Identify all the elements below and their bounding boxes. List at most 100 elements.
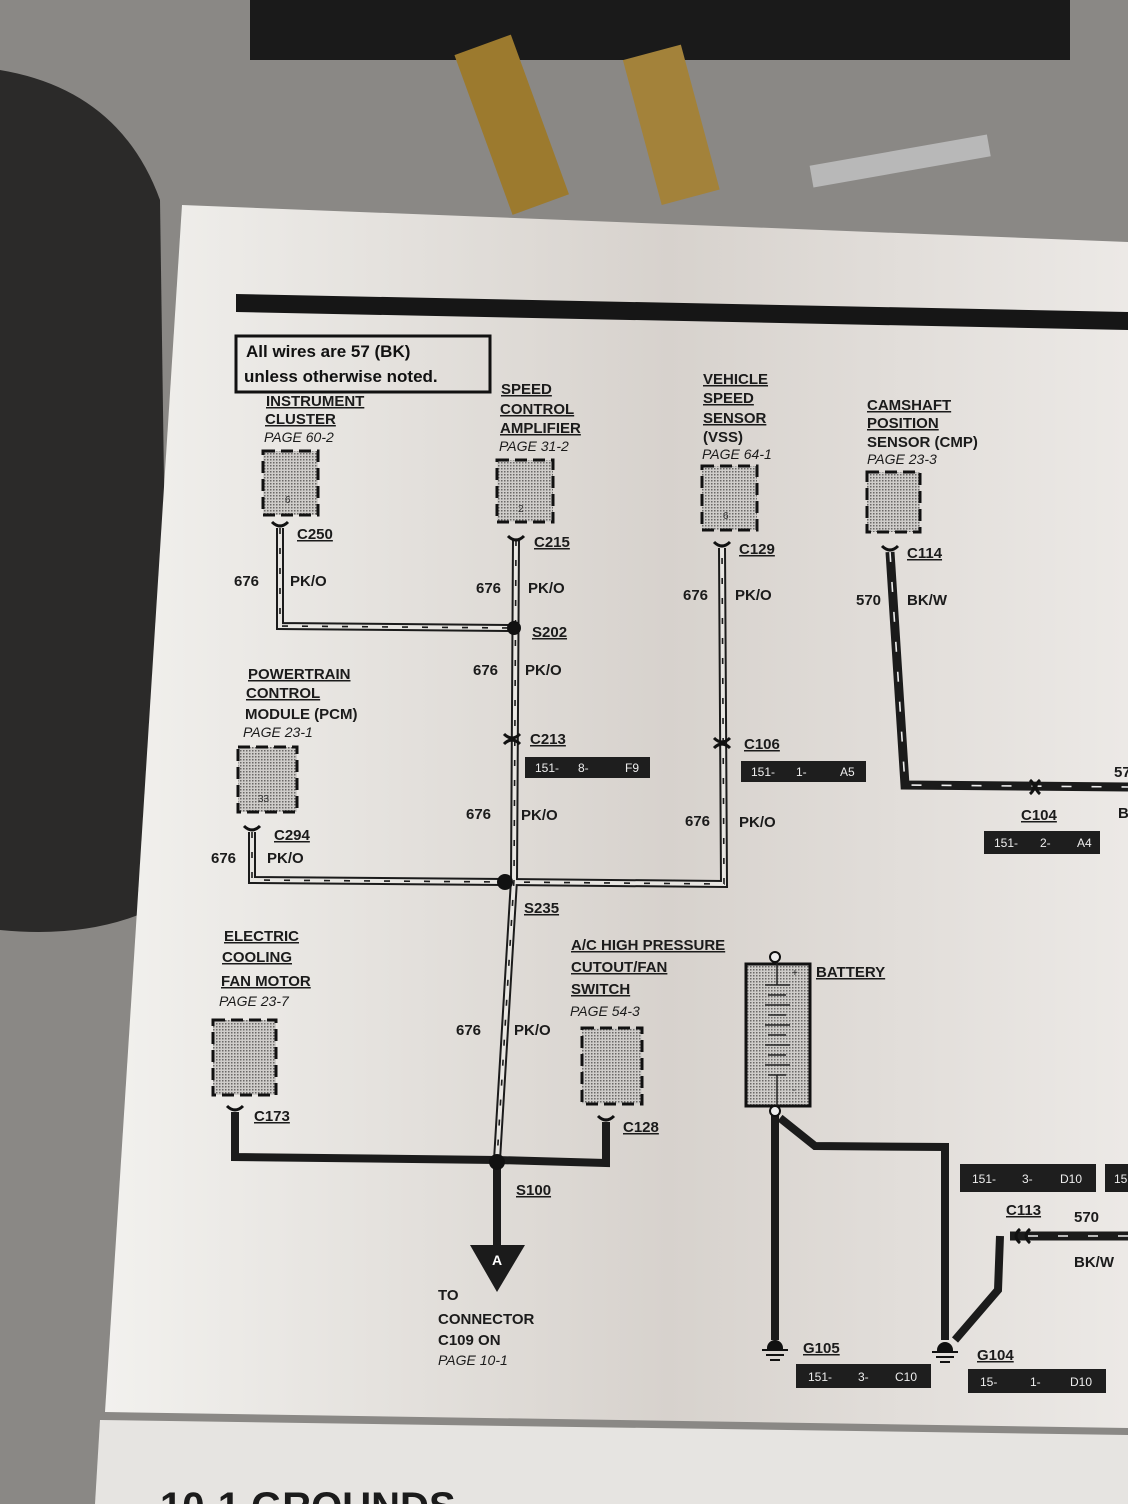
label-wires-pko-circuit: 676 [473, 662, 498, 679]
label-wires-cut_b: B [1118, 805, 1128, 822]
ground-g105[interactable]: G105 151- 3- C10 [762, 1340, 931, 1388]
label-components-fan_motor-lines-2: FAN MOTOR [221, 973, 311, 990]
battery-cells-icon [765, 960, 790, 1108]
splice-s235-label: S235 [524, 900, 559, 917]
label-components-battery-plus: + [792, 968, 798, 979]
camshaft-position-sensor[interactable]: CAMSHAFT POSITION SENSOR (CMP) PAGE 23-3… [865, 397, 978, 562]
connector-c294: C294 [274, 827, 311, 844]
ground-icon [932, 1342, 958, 1363]
label-wires-pko-color: PK/O [267, 850, 304, 867]
label-connectors-c213-name: C213 [530, 731, 566, 748]
bkw-wires [885, 551, 1128, 1241]
label-wires-pko-circuit: 676 [456, 1022, 481, 1039]
label-grounds-g104-name: G104 [977, 1347, 1014, 1364]
label-components-vss-lines-3: (VSS) [703, 429, 743, 446]
label-grounds-g104-loc-1: 1- [1030, 1375, 1041, 1389]
label-connectors-c213-loc-2: F9 [625, 761, 639, 775]
label-components-vss-lines-0: VEHICLE [703, 371, 768, 388]
offpage-text: TO [438, 1287, 459, 1304]
label-grounds-g104-loc-0: 15- [980, 1375, 997, 1389]
label-wires-bkw-circuit: 570 [1074, 1209, 1099, 1226]
label-connectors-c106-loc-1: 1- [796, 765, 807, 779]
connector-c213[interactable]: C213 151- 8- F9 [525, 731, 650, 778]
label-wires-pko-circuit: 676 [476, 580, 501, 597]
connector-c250: C250 [297, 526, 333, 543]
label-wires-pko-color: PK/O [528, 580, 565, 597]
label-components-pcm-lines-0: POWERTRAIN [248, 666, 351, 683]
label-connectors-c106-loc-0: 151- [751, 765, 775, 779]
page-ref: PAGE 23-3 [867, 451, 937, 467]
label-components-instrument_cluster-lines-0: INSTRUMENT [266, 393, 364, 410]
ground-icon [762, 1340, 788, 1361]
splice-s100-label: S100 [516, 1182, 551, 1199]
note-line-1: All wires are 57 (BK) [246, 342, 410, 361]
label-wires-pko-circuit: 676 [234, 573, 259, 590]
connector-c106[interactable]: C106 151- 1- A5 [741, 736, 866, 782]
diagram-page [105, 205, 1128, 1428]
connector-c129: C129 [739, 541, 775, 558]
pin-number: 6 [285, 495, 291, 506]
vehicle-speed-sensor[interactable]: VEHICLE SPEED SENSOR (VSS) PAGE 64-1 6 C… [700, 371, 775, 558]
page-ref: PAGE 60-2 [264, 429, 334, 445]
note-line-2: unless otherwise noted. [244, 367, 438, 386]
battery-positive-terminal [769, 951, 781, 963]
note-box [234, 334, 492, 394]
ground-g104[interactable]: G104 15- 1- D10 [932, 1342, 1106, 1393]
page-ref: PAGE 31-2 [499, 438, 569, 454]
dark-fabric [0, 70, 170, 932]
connector-c128: C128 [623, 1119, 659, 1136]
brass-fitting [454, 34, 569, 215]
label-components-vss-lines-1: SPEED [703, 390, 754, 407]
next-page-header: 10-1 GROUNDS [160, 1485, 456, 1504]
label-wires-bkw-circuit: 570 [856, 592, 881, 609]
label-connectors-c104-loc-1: 2- [1040, 836, 1051, 850]
label-components-instrument_cluster-lines-1: CLUSTER [265, 411, 336, 428]
battery-negative-terminal [769, 1105, 781, 1117]
label-wires-pko-color: PK/O [290, 573, 327, 590]
offpage-text: C109 ON [438, 1332, 501, 1349]
label-wires-pko-circuit: 676 [466, 806, 491, 823]
powertrain-control-module[interactable]: POWERTRAIN CONTROL MODULE (PCM) PAGE 23-… [236, 666, 358, 844]
label-wires-pko-circuit: 676 [683, 587, 708, 604]
metal-fitting [809, 134, 991, 188]
label-components-speed_control-lines-0: SPEED [501, 381, 552, 398]
label-components-battery-minus: - [792, 1085, 795, 1096]
label-components-vss-lines-2: SENSOR [703, 410, 767, 427]
label-wires-pko-color: PK/O [739, 814, 776, 831]
label-grounds-g104-loc-2: D10 [1070, 1375, 1092, 1389]
battery[interactable]: + - BATTERY [744, 951, 885, 1117]
label-wires-pko-color: PK/O [514, 1022, 551, 1039]
splice-s202-label: S202 [532, 624, 567, 641]
label-connectors-c104-loc-0: 151- [994, 836, 1018, 850]
connector-c173: C173 [254, 1108, 290, 1125]
label-components-cmp-lines-0: CAMSHAFT [867, 397, 951, 414]
label-components-pcm-lines-2: MODULE (PCM) [245, 706, 358, 723]
connector-c113[interactable]: 151- 3- D10 15 C113 [960, 1164, 1128, 1219]
label-wires-pko-color: PK/O [735, 587, 772, 604]
label-connectors-c104-name: C104 [1021, 807, 1058, 824]
label-connectors-c113-loc-0: 151- [972, 1172, 996, 1186]
label-wires-cut_57: 57 [1114, 764, 1128, 781]
offpage-arrow-icon[interactable] [470, 1245, 525, 1292]
instrument-cluster[interactable]: INSTRUMENT CLUSTER PAGE 60-2 6 C250 [261, 393, 364, 543]
label-connectors-c113-loc-2: D10 [1060, 1172, 1082, 1186]
label-wires-bkw-color: BK/W [1074, 1254, 1115, 1271]
ac-high-pressure-cutout-switch[interactable]: A/C HIGH PRESSURE CUTOUT/FAN SWITCH PAGE… [570, 937, 725, 1136]
page-header-bar [236, 294, 1128, 330]
connector-c104[interactable]: C104 151- 2- A4 [984, 807, 1100, 854]
label-wires-bkw-color: BK/W [907, 592, 948, 609]
label-components-cmp-lines-2: SENSOR (CMP) [867, 434, 978, 451]
connector-terminal-icons [225, 520, 1042, 1245]
offpage-page-ref[interactable]: PAGE 10-1 [438, 1352, 508, 1368]
electric-cooling-fan-motor[interactable]: ELECTRIC COOLING FAN MOTOR PAGE 23-7 C17… [211, 928, 311, 1125]
label-connectors-c106-name: C106 [744, 736, 780, 753]
offpage-text: CONNECTOR [438, 1311, 535, 1328]
page-ref: PAGE 23-7 [219, 993, 290, 1009]
page-ref: PAGE 23-1 [243, 724, 313, 740]
label-grounds-g105-loc-1: 3- [858, 1370, 869, 1384]
speed-control-amplifier[interactable]: SPEED CONTROL AMPLIFIER PAGE 31-2 2 C215 [495, 381, 581, 551]
brass-fitting [622, 44, 720, 206]
label-grounds-g105-loc-0: 151- [808, 1370, 832, 1384]
